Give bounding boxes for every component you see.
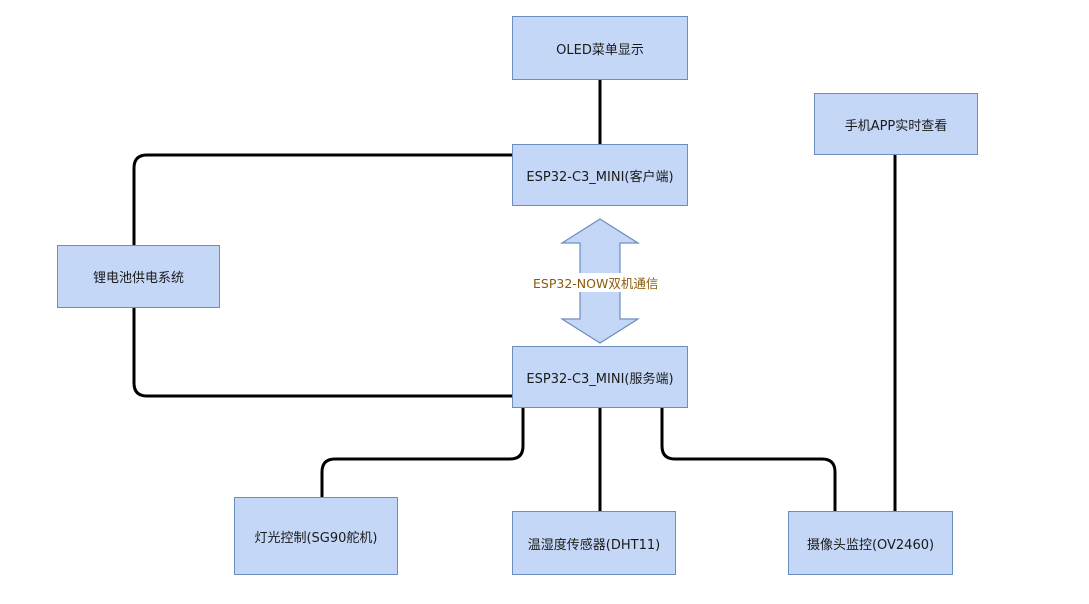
esp32-client-node: ESP32-C3_MINI(客户端) xyxy=(512,144,688,206)
phone-app-node: 手机APP实时查看 xyxy=(814,93,978,155)
oled-menu-display-node: OLED菜单显示 xyxy=(512,16,688,80)
connector-battery-client xyxy=(132,153,512,245)
connector-battery-server xyxy=(132,308,512,398)
temp-humidity-sensor-node: 温湿度传感器(DHT11) xyxy=(512,511,676,575)
connector-server-camera xyxy=(660,408,837,511)
connector-server-light xyxy=(320,408,525,497)
lithium-battery-node: 锂电池供电系统 xyxy=(57,245,220,308)
light-control-node: 灯光控制(SG90舵机) xyxy=(234,497,398,575)
wireless-link-label: ESP32-NOW双机通信 xyxy=(532,273,660,292)
camera-monitor-node: 摄像头监控(OV2460) xyxy=(788,511,953,575)
esp32-server-node: ESP32-C3_MINI(服务端) xyxy=(512,346,688,408)
